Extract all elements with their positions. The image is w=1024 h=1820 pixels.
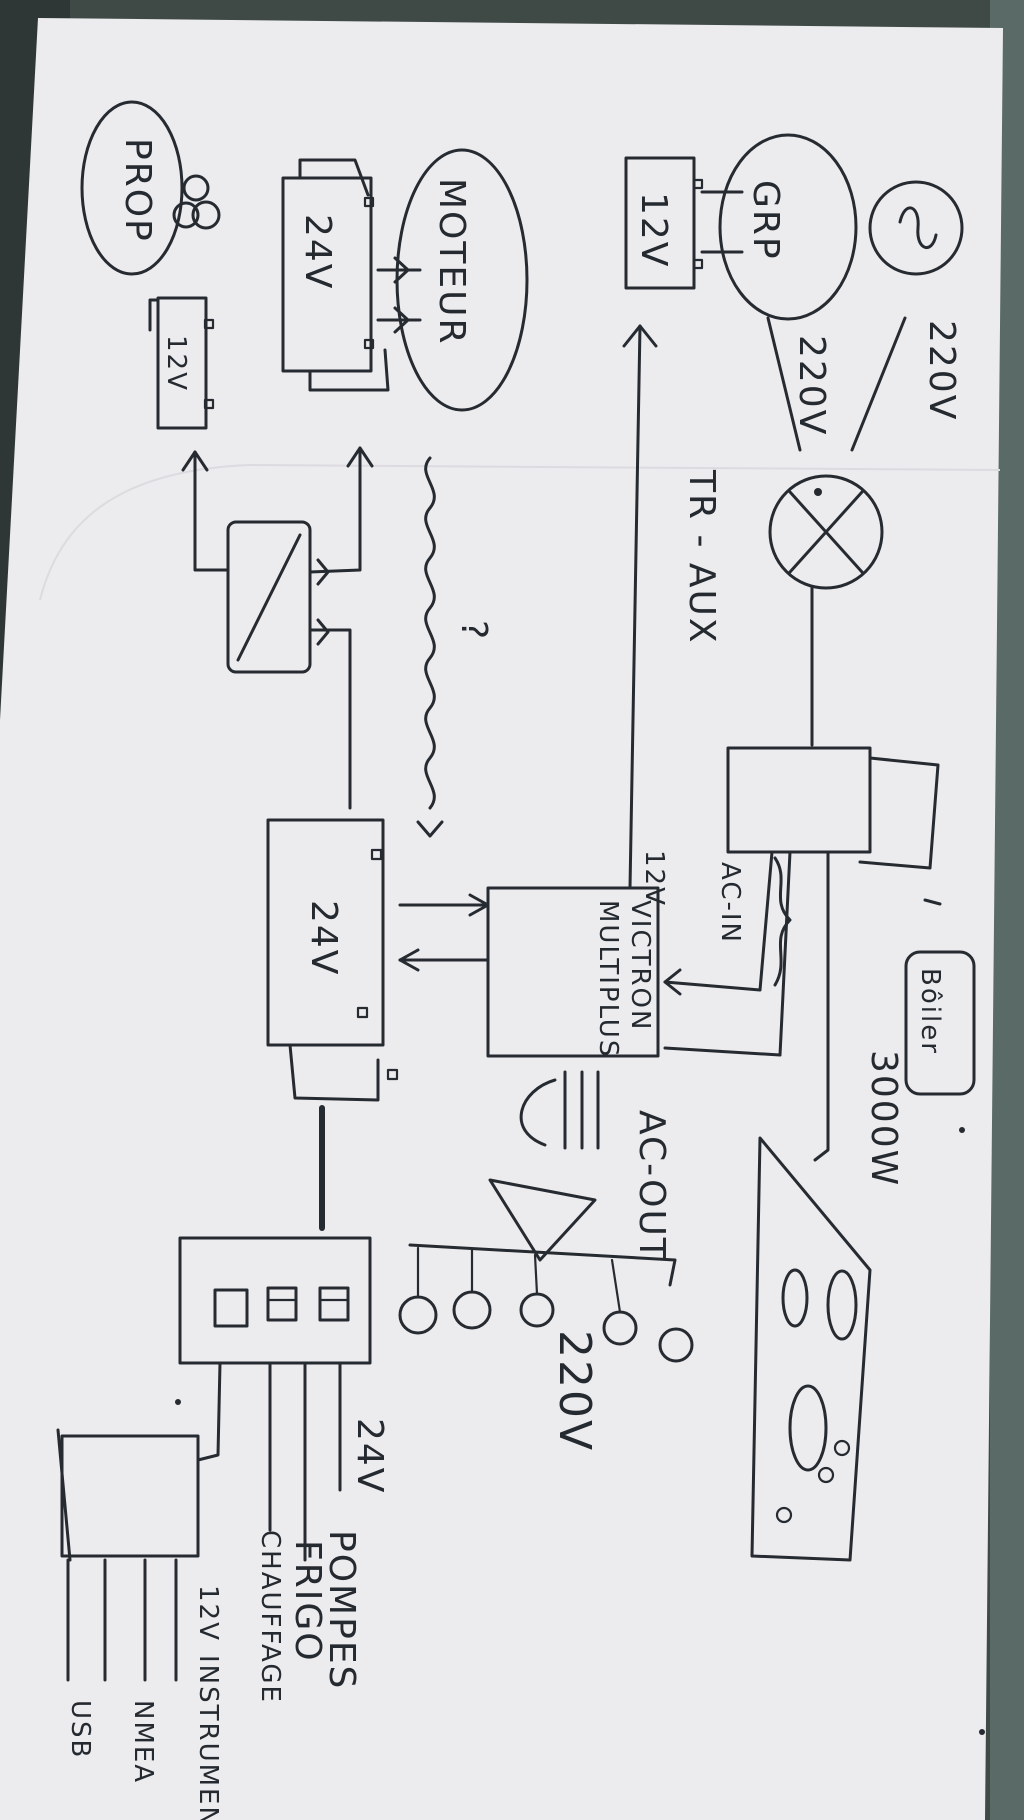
ac-source-node (868, 180, 964, 276)
battery-24v-service: 24V (266, 818, 399, 1102)
frigo-label: FRIGO (287, 1540, 328, 1663)
victron-multiplus-node: VICTRON MULTIPLUS (486, 886, 660, 1058)
nmea-label: NMEA (128, 1700, 158, 1784)
boiler-node: Bôiler (904, 950, 976, 1096)
moteur-label: MOTEUR (431, 178, 472, 346)
ac-in-label: AC-IN (715, 862, 745, 944)
dc-12v-label: 12V (193, 1585, 223, 1642)
victron-label-line2: MULTIPLUS (593, 900, 623, 1058)
grp-label: GRP (745, 180, 786, 261)
unknown-link-label: ? (453, 620, 494, 641)
pompes-label: POMPES (321, 1530, 362, 1690)
shore-voltage-label: 220V (921, 320, 962, 421)
prop-node: PROP (80, 100, 221, 276)
battery-24v-moteur: 24V (281, 158, 390, 392)
loads-24v-label: 24V (349, 1418, 390, 1494)
battery-12v-prop: 12V (148, 296, 215, 430)
battery-24v-service-label: 24V (303, 900, 344, 976)
capacitor-icon (519, 1070, 600, 1150)
ac-out-label: AC-OUT (631, 1110, 672, 1262)
boiler-label: Bôiler (915, 968, 945, 1055)
unknown-link-wave (424, 456, 436, 810)
propeller-icon (172, 174, 221, 230)
victron-label-line1: VICTRON (625, 900, 655, 1031)
distribution-panel (178, 1236, 372, 1365)
prop-label: PROP (117, 138, 158, 243)
battery-12v-start: 12V (624, 156, 744, 290)
paper-sheet (0, 18, 1003, 1820)
shore-charger-box (726, 746, 940, 870)
inverter-symbol (488, 1178, 597, 1262)
grp-voltage-label: 220V (791, 335, 832, 436)
instruments-label: INSTRUMEN (193, 1655, 223, 1820)
stove-icon (750, 1136, 872, 1562)
boiler-power-label: 3000W (863, 1050, 904, 1187)
grp-node: GRP (718, 133, 858, 321)
dc-12v-panel (56, 1428, 200, 1562)
tr-aux-label: TR - AUX (681, 469, 722, 645)
chauffage-label: CHAUFFAGE (255, 1530, 285, 1704)
outlet-1 (658, 1327, 694, 1363)
moteur-node: MOTEUR (395, 148, 529, 412)
ac-outlets-group (398, 1243, 694, 1363)
battery-12v-prop-label: 12V (161, 335, 191, 392)
usb-label: USB (65, 1700, 95, 1759)
victron-12v-label: 12V (639, 850, 669, 907)
selector-switch-icon (768, 474, 884, 590)
ac-source-icon (868, 180, 964, 276)
outlets-voltage-label: 220V (549, 1330, 600, 1452)
dc-dc-converter-icon (226, 520, 312, 674)
battery-24v-moteur-label: 24V (297, 214, 338, 290)
battery-12v-start-label: 12V (633, 192, 674, 268)
